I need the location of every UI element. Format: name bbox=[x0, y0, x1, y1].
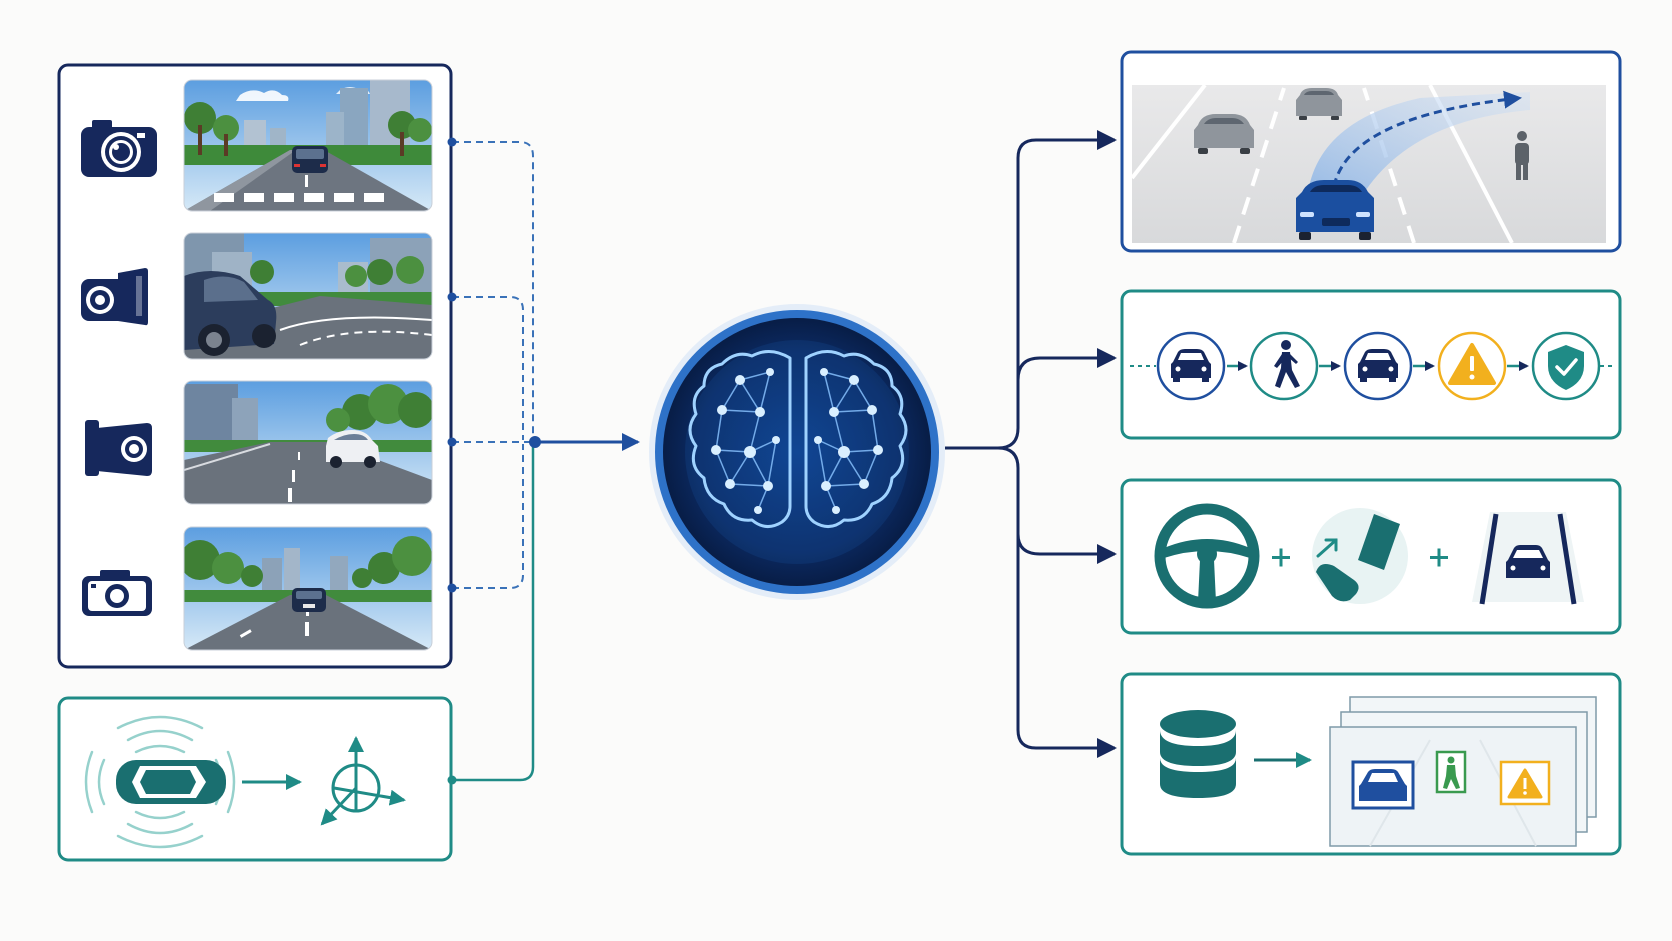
lead-car-icon bbox=[1194, 114, 1254, 154]
pedestrian-icon bbox=[1515, 131, 1529, 180]
trajectory-fan bbox=[1308, 92, 1530, 196]
front-road-view bbox=[184, 80, 432, 211]
output-connectors bbox=[945, 130, 1117, 758]
pedestrian-box-icon bbox=[1435, 750, 1467, 794]
side-camera-icon bbox=[81, 268, 148, 326]
side-road-view bbox=[184, 233, 432, 359]
ego-car-icon bbox=[1296, 180, 1374, 240]
steering-wheel-icon bbox=[1154, 503, 1260, 609]
input-connectors bbox=[452, 141, 640, 782]
front-camera-icon bbox=[81, 120, 157, 177]
car-icon bbox=[1156, 331, 1226, 401]
neural-brain-icon bbox=[649, 304, 945, 600]
camera-input-panel bbox=[57, 63, 453, 669]
warning-box-icon bbox=[1499, 760, 1551, 806]
pedal-icon bbox=[1312, 508, 1408, 604]
shield-check-icon bbox=[1531, 331, 1601, 401]
plus-icon bbox=[1272, 548, 1448, 567]
car-box-icon bbox=[1351, 760, 1415, 810]
database-icon bbox=[1160, 710, 1236, 798]
rear-road-view bbox=[184, 381, 432, 504]
warning-icon bbox=[1437, 331, 1507, 401]
back-camera-icon bbox=[82, 570, 152, 616]
back-road-view bbox=[184, 527, 432, 650]
far-car-icon bbox=[1296, 88, 1342, 120]
connector-dots bbox=[447, 137, 541, 593]
trajectory-arrow bbox=[1332, 90, 1522, 187]
imu-axes-icon bbox=[320, 736, 406, 826]
vehicle-sensor-icon bbox=[84, 715, 236, 849]
car-icon bbox=[1343, 331, 1413, 401]
rear-camera-icon bbox=[85, 420, 152, 476]
pedestrian-icon bbox=[1249, 331, 1319, 401]
lane-keeping-icon bbox=[1472, 512, 1584, 605]
